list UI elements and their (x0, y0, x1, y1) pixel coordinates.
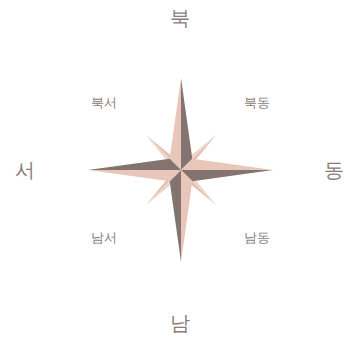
intercardinal-label: 북동 (244, 96, 270, 110)
north-point (170, 78, 181, 170)
cardinal-label: 남 (170, 312, 190, 334)
intercardinal-label: 남동 (244, 231, 270, 245)
west-point (88, 170, 181, 181)
south-point (170, 170, 181, 262)
east-point (181, 170, 273, 181)
east-point (181, 159, 273, 170)
cardinal-label: 북 (170, 7, 190, 29)
intercardinal-label: 남서 (91, 231, 117, 245)
west-point (88, 159, 181, 170)
cardinal-label: 서 (15, 159, 35, 181)
cardinal-label: 동 (324, 159, 344, 181)
north-point (181, 78, 192, 170)
south-point (181, 170, 192, 262)
intercardinal-label: 북서 (91, 96, 117, 110)
main-points (88, 78, 273, 262)
